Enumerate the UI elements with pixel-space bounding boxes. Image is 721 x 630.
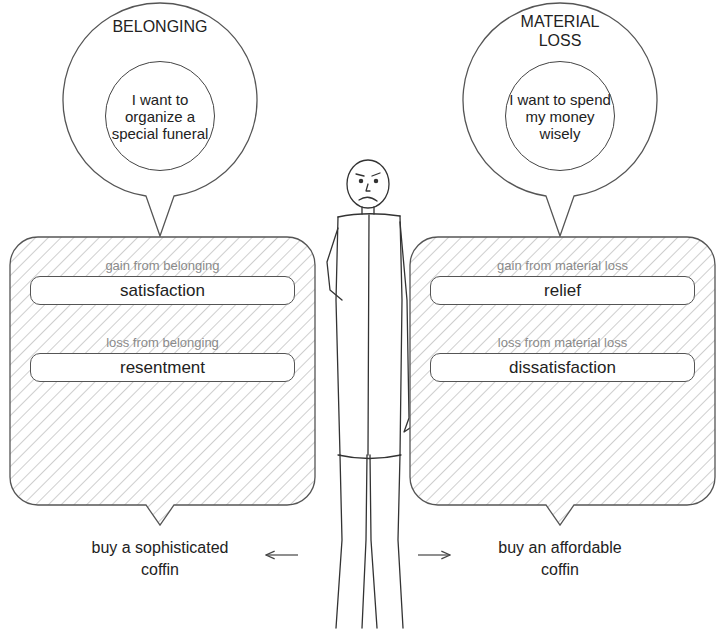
thought-bubble: BELONGING I want to organize a special fu… — [63, 3, 257, 197]
emotion-text: relief — [544, 281, 581, 301]
panel-shape — [410, 237, 715, 525]
need-text: I want to spend my money wisely — [507, 91, 613, 142]
action-label: buy a sophisticated coffin — [72, 537, 248, 581]
bubble-heading: MATERIAL LOSS — [510, 12, 610, 50]
panel-shape — [10, 237, 315, 525]
bubble-shape — [63, 3, 257, 236]
panel-caption: loss from material loss — [410, 335, 715, 350]
emotion-text: resentment — [120, 358, 205, 378]
choice-arrow — [418, 554, 450, 555]
emotion-text: dissatisfaction — [509, 358, 616, 378]
emotion-panel: gain from material loss loss from materia… — [410, 237, 715, 505]
panel-caption: loss from belonging — [10, 335, 315, 350]
need-circle: I want to organize a special funeral — [105, 61, 215, 171]
emotion-text: satisfaction — [120, 281, 205, 301]
bubble-heading: BELONGING — [100, 17, 220, 36]
choice-arrow — [266, 554, 298, 555]
emotion-box: dissatisfaction — [430, 353, 695, 382]
panel-caption: gain from belonging — [10, 258, 315, 273]
need-text: I want to organize a special funeral — [107, 91, 213, 142]
thought-bubble: MATERIAL LOSS I want to spend my money wi… — [463, 3, 657, 197]
need-circle: I want to spend my money wisely — [505, 61, 615, 171]
action-label: buy an affordable coffin — [478, 537, 642, 581]
emotion-box: satisfaction — [30, 276, 295, 305]
emotion-box: relief — [430, 276, 695, 305]
emotion-box: resentment — [30, 353, 295, 382]
person-figure — [327, 160, 410, 628]
bubble-shape — [463, 3, 657, 236]
panel-caption: gain from material loss — [410, 258, 715, 273]
emotion-panel: gain from belonging loss from belonging sa… — [10, 237, 315, 505]
